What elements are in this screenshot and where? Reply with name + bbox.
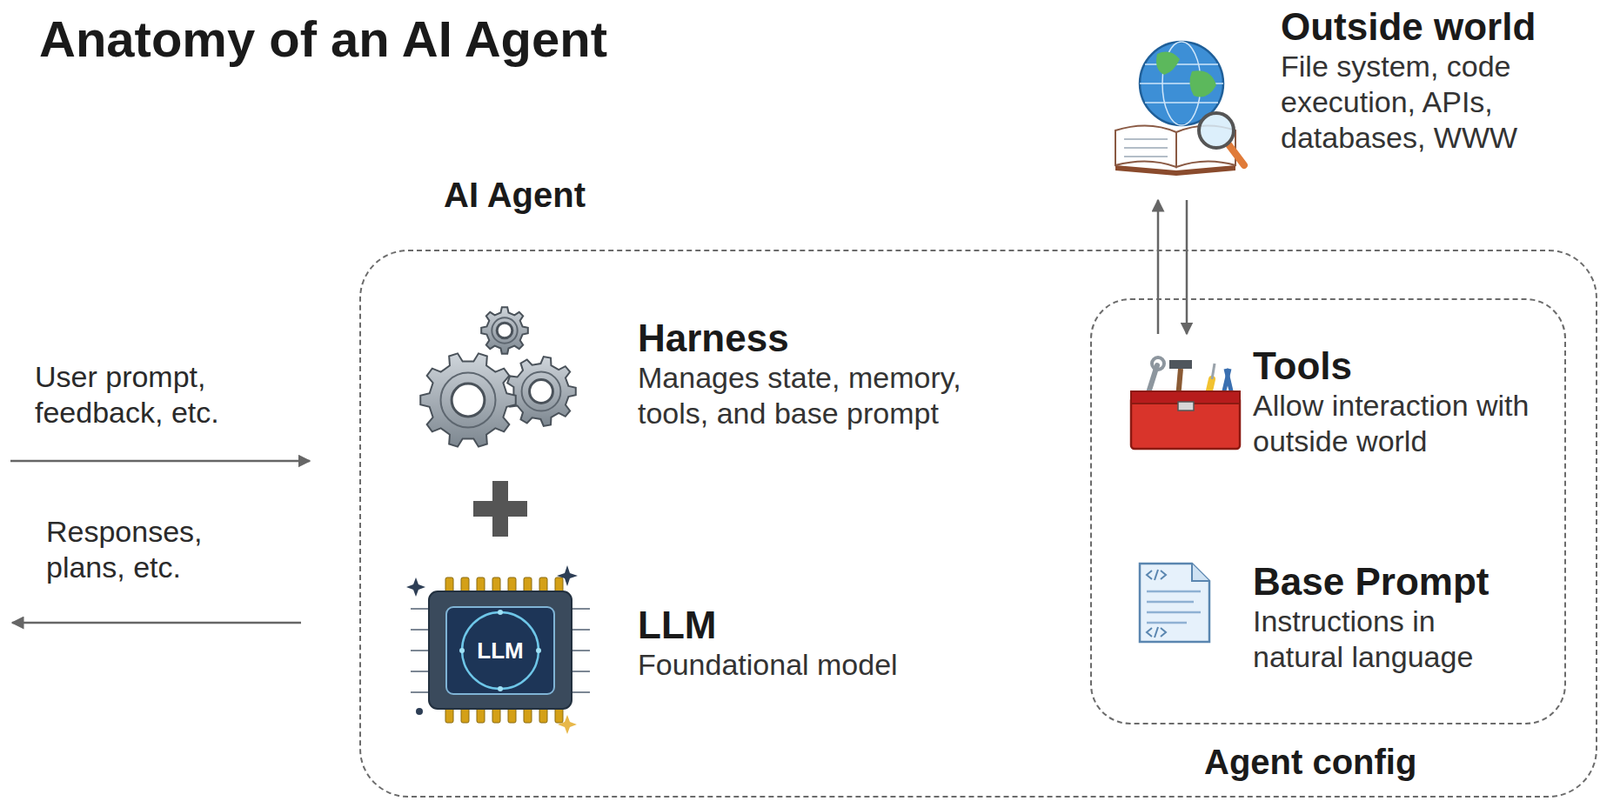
gears-icon-part [529,380,554,404]
component-description: Allow interaction with outside world [1252,388,1540,460]
plus-sign [473,481,528,537]
chip-icon-part [410,691,429,694]
gears-icon-part [496,322,513,339]
output-arrow-part [12,622,302,625]
toolbox-icon-part [1151,357,1165,370]
component-heading: Harness [637,316,1012,361]
diagram-title: Anatomy of an AI Agent [39,10,608,68]
flow-arrow [1157,200,1160,335]
document-icon-part [1146,601,1194,604]
component-description: File system, code execution, APIs, datab… [1280,48,1568,156]
chip-icon-part [415,708,423,716]
chip-icon-part [571,670,590,673]
chip-icon-part [497,686,503,692]
gears-icon-part [481,307,529,355]
globe-book-icon-part [1115,125,1177,168]
globe-book-icon-part [1198,113,1234,148]
config-boundary: Agent configToolsAllow interaction with … [1090,298,1567,725]
chip-icon-part [571,691,590,694]
chip-icon-part [410,608,429,610]
globe-book-icon-part [1144,101,1219,104]
document-icon-part [1146,628,1152,637]
chip-icon [406,565,590,735]
group-heading: Agent config [1204,742,1417,783]
chip-icon-part [535,648,542,654]
document-icon-part [1146,622,1187,625]
document-icon-part [1146,570,1152,580]
document-icon-part [1146,611,1201,615]
chip-icon-part [557,715,577,735]
input-label: User prompt, feedback, etc. [34,359,262,431]
chip-icon-part [571,629,590,631]
gears-icon-part [522,372,562,412]
agent-boundary: AI AgentHarnessManages state, memory, to… [359,249,1598,798]
component-heading: Outside world [1280,5,1568,49]
globe-book-icon-part [1156,52,1180,75]
toolbox-icon-part [1211,363,1215,380]
document-icon [1139,563,1210,643]
base-prompt-block: Base PromptInstructions in natural langu… [1131,560,1514,676]
harness-block: HarnessManages state, memory, tools, and… [423,306,1012,448]
component-description: Instructions in natural language [1252,603,1514,676]
gears-icon-part [491,317,517,343]
outside-world-block: Outside worldFile system, code execution… [1110,5,1568,171]
component-description: Manages state, memory, tools, and base p… [637,360,1012,432]
globe-book-icon [1115,41,1245,176]
chip-icon-part [459,648,465,654]
toolbox-icon-part [1178,401,1194,411]
chip-icon-part [571,649,590,652]
chip-icon-part [446,607,555,695]
globe-book-icon-part [1124,147,1168,149]
gears-icon-part [451,383,485,417]
gears-icon [420,307,576,447]
input-arrow [10,461,310,462]
toolbox-icon [1131,357,1240,449]
group-heading: AI Agent [443,174,586,215]
component-description: Foundational model [637,647,1012,683]
document-icon-part [1191,563,1210,582]
chip-icon-part [428,591,572,710]
gears-icon-part [441,373,496,429]
plus-sign-part [492,481,509,537]
output-arrow [12,622,302,624]
globe-book-icon-part [1124,138,1168,141]
output-label: Responses, plans, etc. [46,514,255,586]
chip-label: LLM [456,637,544,664]
globe-book-icon-part [1189,70,1217,97]
gears-icon-part [507,356,576,427]
tools-block: ToolsAllow interaction with outside worl… [1131,337,1540,460]
toolbox-icon-part [1169,360,1192,369]
gears-icon-part [420,353,516,447]
document-icon-part [1160,628,1166,637]
globe-book-icon-part [1124,155,1168,158]
chip-icon-part [556,565,578,587]
component-heading: Base Prompt [1252,560,1514,604]
chip-icon-part [571,608,590,610]
document-icon-part [1154,569,1159,581]
chip-icon-part [410,629,429,631]
chip-icon-part [410,649,429,652]
document-icon-part [1154,627,1159,638]
globe-book-icon-part [1144,63,1219,66]
flow-arrow [1185,200,1189,335]
document-icon-part [1139,563,1210,643]
globe-book-icon-part [1228,144,1245,166]
document-icon-part [1160,570,1166,580]
chip-icon-part [406,577,426,597]
input-arrow-part [10,460,310,463]
component-heading: LLM [637,603,1012,648]
chip-icon-part [497,609,503,616]
document-icon-part [1146,590,1201,594]
component-heading: Tools [1252,344,1540,389]
chip-icon-part [410,670,429,673]
